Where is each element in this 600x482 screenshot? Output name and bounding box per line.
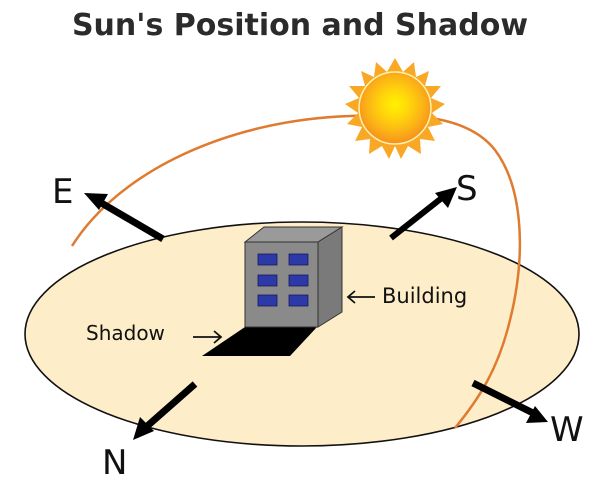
west-arrow: [471, 379, 548, 423]
south-label: S: [456, 169, 478, 209]
north-label: N: [102, 443, 127, 482]
sun-icon: [345, 58, 445, 159]
west-label: W: [550, 410, 584, 450]
sun-path: [70, 113, 522, 429]
shadow-pointer-arrow: [193, 330, 223, 344]
building-label: Building: [382, 284, 467, 308]
north-arrow: [133, 381, 198, 440]
shadow-label: Shadow: [86, 321, 165, 345]
building-pointer-arrow: [346, 290, 375, 304]
east-label: E: [52, 172, 73, 212]
diagram-title: Sun's Position and Shadow: [71, 8, 529, 43]
east-arrow: [84, 193, 165, 243]
building-icon: [243, 226, 344, 328]
building-shadow: [202, 327, 317, 356]
south-arrow: [389, 187, 457, 241]
